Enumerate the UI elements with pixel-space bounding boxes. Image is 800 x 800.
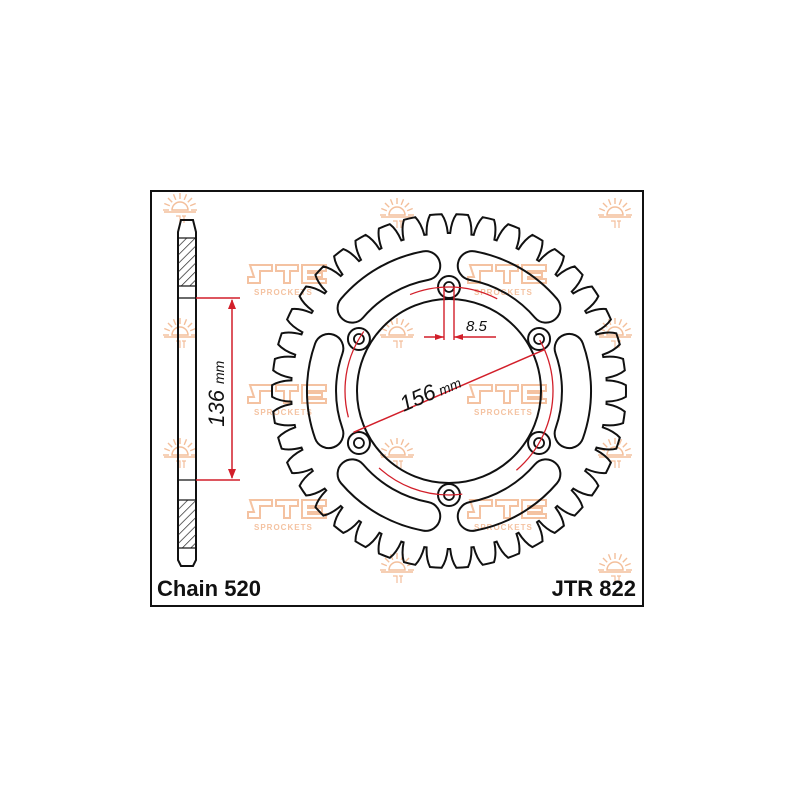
dim-arrow-hole-right — [454, 334, 463, 340]
dim-line-156 — [353, 349, 545, 433]
watermark-sun-logo — [598, 438, 632, 468]
watermark-sun-logo — [598, 198, 632, 228]
watermark-sun-logo — [380, 198, 414, 228]
dim-label-136: 136 mm — [204, 360, 229, 426]
sprocket-side-view — [177, 219, 197, 567]
lightening-window — [553, 332, 593, 450]
watermark-jt-logo: SPROCKETS — [247, 499, 327, 532]
watermark-sun-logo — [163, 318, 197, 348]
lightening-window — [456, 250, 562, 324]
bolt-hole — [353, 333, 365, 345]
dim-arrow-hole-left — [435, 334, 444, 340]
chain-size-label: Chain 520 — [157, 576, 261, 601]
dim-arrow-bottom — [228, 469, 236, 479]
sprocket-front-view — [271, 213, 627, 569]
watermark-sun-logo — [380, 553, 414, 583]
bolt-hole — [353, 437, 365, 449]
watermark-sun-logo — [163, 438, 197, 468]
watermark-sun-logo — [380, 438, 414, 468]
watermark-text: SPROCKETS — [254, 288, 313, 297]
watermark-sun-logo — [380, 318, 414, 348]
watermark-sun-logo — [598, 553, 632, 583]
bolt-circle-pcd — [344, 286, 554, 496]
dim-unit-156: mm — [436, 374, 464, 398]
side-hatch-bottom — [177, 499, 197, 549]
bolt-hole-boss — [346, 431, 371, 455]
lightening-window — [305, 332, 345, 450]
side-hatch-top — [177, 237, 197, 287]
bolt-hole-boss — [527, 327, 552, 351]
bolt-hole — [533, 333, 545, 345]
bolt-hole — [533, 437, 545, 449]
part-number-label: JTR 822 — [551, 576, 636, 601]
dim-value-hole: 8.5 — [466, 318, 488, 335]
side-profile-outline — [177, 219, 197, 567]
dim-value-156: 156 — [396, 379, 440, 417]
dim-arrow-top — [228, 299, 236, 309]
watermark-jt-logo: SPROCKETS — [467, 499, 547, 532]
lightening-window — [456, 458, 562, 532]
watermark-text: SPROCKETS — [474, 523, 533, 532]
watermark-jt-logo: SPROCKETS — [467, 384, 547, 417]
lightening-window — [336, 458, 442, 532]
lightening-window — [336, 250, 442, 324]
watermark-text: SPROCKETS — [474, 408, 533, 417]
dim-unit-136: mm — [211, 360, 227, 384]
sprocket-teeth-outline — [271, 213, 627, 569]
watermark-sun-logo — [163, 193, 197, 223]
watermark-jt-logo: SPROCKETS — [247, 264, 327, 297]
watermark-text: SPROCKETS — [254, 523, 313, 532]
dim-value-136: 136 — [204, 389, 229, 426]
watermark-text: SPROCKETS — [254, 408, 313, 417]
